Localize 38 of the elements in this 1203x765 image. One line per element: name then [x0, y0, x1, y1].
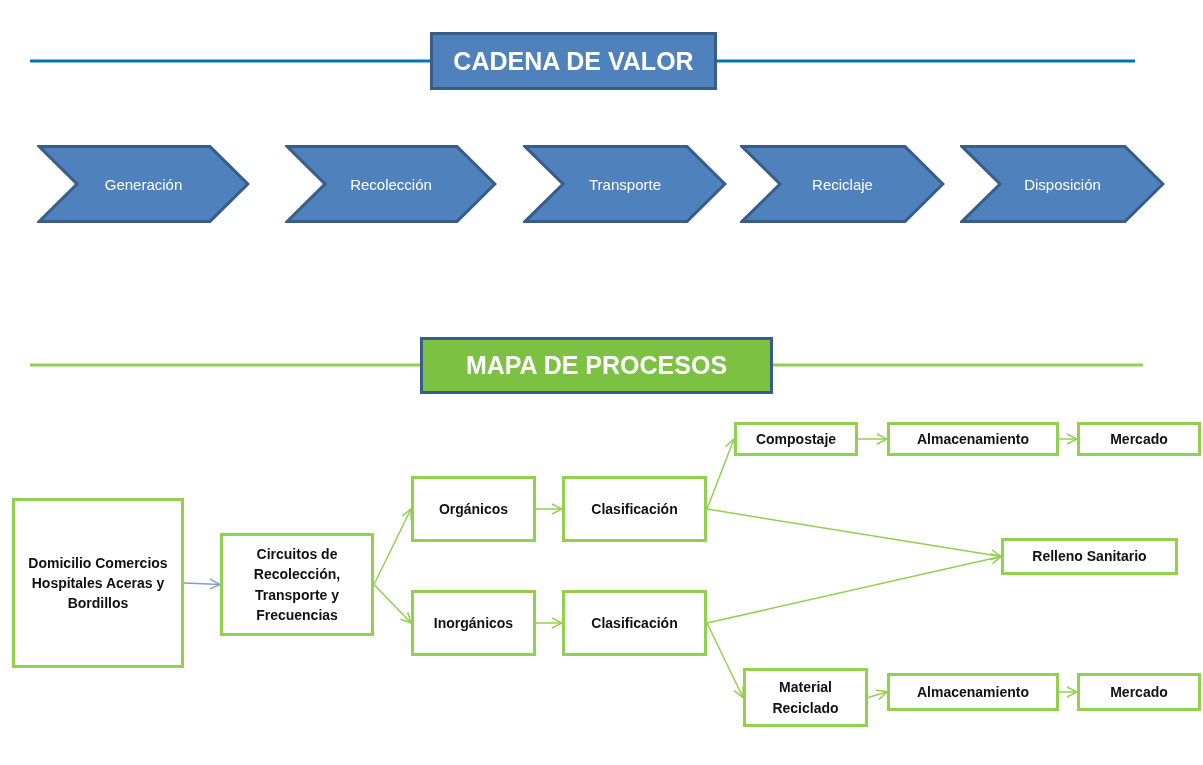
- chevron-step: [285, 145, 497, 223]
- process-box: Clasificación: [562, 476, 707, 542]
- arrow: [867, 689, 888, 701]
- arrow: [1058, 433, 1078, 445]
- arrow: [535, 503, 563, 515]
- arrow: [1058, 686, 1078, 698]
- step-label: Transporte: [589, 175, 661, 193]
- process-box: Almacenamiento: [887, 422, 1059, 456]
- process-box: Mercado: [1077, 673, 1201, 711]
- process-box: Clasificación: [562, 590, 707, 656]
- arrow: [706, 438, 736, 510]
- process-box: Material Reciclado: [743, 668, 868, 727]
- section-banner: MAPA DE PROCESOS: [420, 337, 773, 394]
- arrow: [706, 622, 744, 699]
- process-box: Orgánicos: [411, 476, 536, 542]
- step-label: Recolección: [350, 175, 432, 193]
- process-box: Mercado: [1077, 422, 1201, 456]
- section-banner: CADENA DE VALOR: [430, 32, 717, 90]
- step-label: Generación: [104, 175, 183, 193]
- process-box: Compostaje: [734, 422, 858, 456]
- arrow: [373, 508, 412, 586]
- chevron-step: [523, 145, 727, 223]
- step-label: Disposición: [1024, 175, 1101, 193]
- chevron-step: [740, 145, 945, 223]
- arrow: [535, 617, 563, 629]
- arrow: [183, 578, 221, 590]
- step-label: Reciclaje: [812, 175, 873, 193]
- process-box: Relleno Sanitario: [1001, 538, 1178, 575]
- arrow: [706, 553, 1002, 624]
- chevron-step: [960, 145, 1165, 223]
- arrow: [373, 583, 412, 624]
- process-box: Almacenamiento: [887, 673, 1059, 711]
- process-box: Domicilio Comercios Hospitales Aceras y Bordillos: [12, 498, 184, 668]
- arrow: [706, 508, 1002, 561]
- process-box: Circuitos de Recolección, Transporte y Frecuencias: [220, 533, 374, 636]
- process-box: Inorgánicos: [411, 590, 536, 656]
- arrow: [857, 433, 888, 445]
- chevron-step: [37, 145, 250, 223]
